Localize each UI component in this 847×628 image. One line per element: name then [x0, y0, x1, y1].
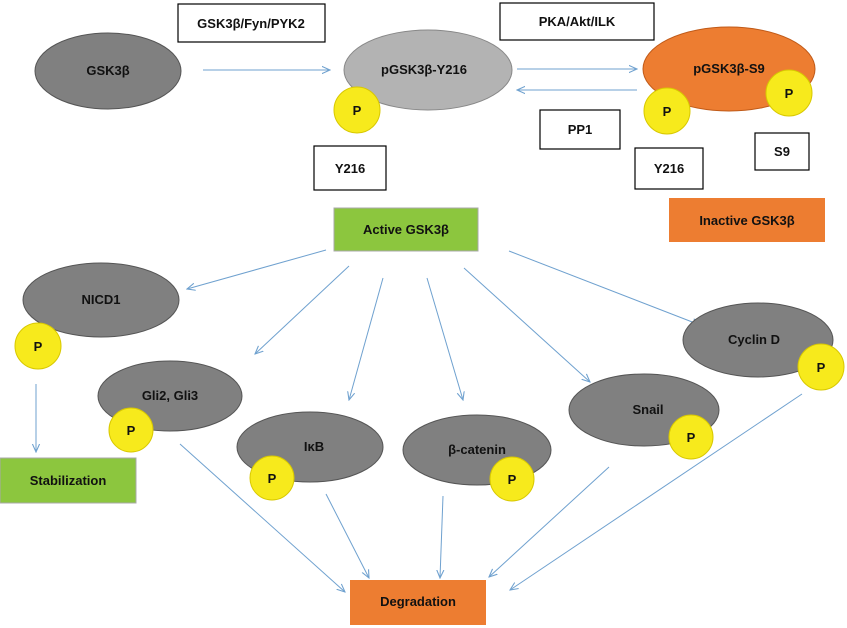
- cyclin-d-label: Cyclin D: [728, 332, 780, 347]
- gsk3b-node: GSK3β: [34, 32, 182, 110]
- inactive-gsk3b-label: Inactive GSK3β: [699, 213, 794, 228]
- beta-catenin-label: β-catenin: [448, 442, 506, 457]
- arrow: [325, 493, 369, 578]
- ikb-label: IκB: [304, 439, 324, 454]
- svg-text:P: P: [508, 472, 517, 487]
- svg-text:P: P: [127, 423, 136, 438]
- phospho-badge: P: [668, 414, 714, 460]
- phospho-badge: P: [333, 86, 381, 134]
- stabilization-box: Stabilization: [0, 457, 137, 504]
- svg-text:P: P: [34, 339, 43, 354]
- kinases-inhibiting-box: PKA/Akt/ILK: [499, 2, 655, 41]
- svg-text:P: P: [268, 471, 277, 486]
- phosphatase-box: PP1: [539, 109, 621, 150]
- y216-box: Y216: [313, 145, 387, 191]
- arrow: [349, 277, 384, 400]
- active-gsk3b-box: Active GSK3β: [333, 207, 479, 252]
- pgsk3b-s9-label: pGSK3β-S9: [693, 61, 765, 76]
- svg-text:P: P: [687, 430, 696, 445]
- s9-box: S9: [754, 132, 810, 171]
- arrow: [508, 250, 700, 325]
- cyclin-d-node: Cyclin D: [682, 302, 834, 378]
- phospho-badge: P: [14, 322, 62, 370]
- y216-label: Y216: [654, 161, 684, 176]
- svg-text:P: P: [353, 103, 362, 118]
- kinases-activating-box: GSK3β/Fyn/PYK2: [177, 3, 326, 43]
- arrow: [426, 277, 463, 400]
- phosphatase-label: PP1: [568, 122, 593, 137]
- arrow: [179, 443, 345, 592]
- degradation-label: Degradation: [380, 594, 456, 609]
- y216-label: Y216: [335, 161, 365, 176]
- arrow: [255, 265, 350, 354]
- svg-text:P: P: [663, 104, 672, 119]
- arrow: [463, 267, 590, 382]
- phospho-badge: P: [249, 455, 295, 501]
- snail-label: Snail: [632, 402, 663, 417]
- active-gsk3b-label: Active GSK3β: [363, 222, 449, 237]
- arrow: [440, 495, 443, 578]
- phospho-badge: P: [108, 407, 154, 453]
- phospho-badge: P: [765, 69, 813, 117]
- gsk3b-label: GSK3β: [86, 63, 129, 78]
- nicd1-label: NICD1: [81, 292, 120, 307]
- svg-text:P: P: [817, 360, 826, 375]
- stabilization-label: Stabilization: [30, 473, 107, 488]
- arrow: [187, 249, 327, 289]
- kinases-inhibiting-label: PKA/Akt/ILK: [539, 14, 616, 29]
- inactive-gsk3b-box: Inactive GSK3β: [669, 198, 825, 242]
- phospho-badge: P: [797, 343, 845, 391]
- phospho-badge: P: [643, 87, 691, 135]
- pgsk3b-y216-label: pGSK3β-Y216: [381, 62, 467, 77]
- degradation-box: Degradation: [350, 580, 486, 625]
- arrow: [510, 393, 803, 590]
- nicd1-node: NICD1: [22, 262, 180, 338]
- y216-box: Y216: [634, 147, 704, 190]
- pgsk3b-y216-node: pGSK3β-Y216: [343, 29, 513, 111]
- svg-text:P: P: [785, 86, 794, 101]
- phospho-badge: P: [489, 456, 535, 502]
- s9-label: S9: [774, 144, 790, 159]
- gli-label: Gli2, Gli3: [142, 388, 198, 403]
- kinases-activating-label: GSK3β/Fyn/PYK2: [197, 16, 305, 31]
- arrow: [489, 466, 610, 577]
